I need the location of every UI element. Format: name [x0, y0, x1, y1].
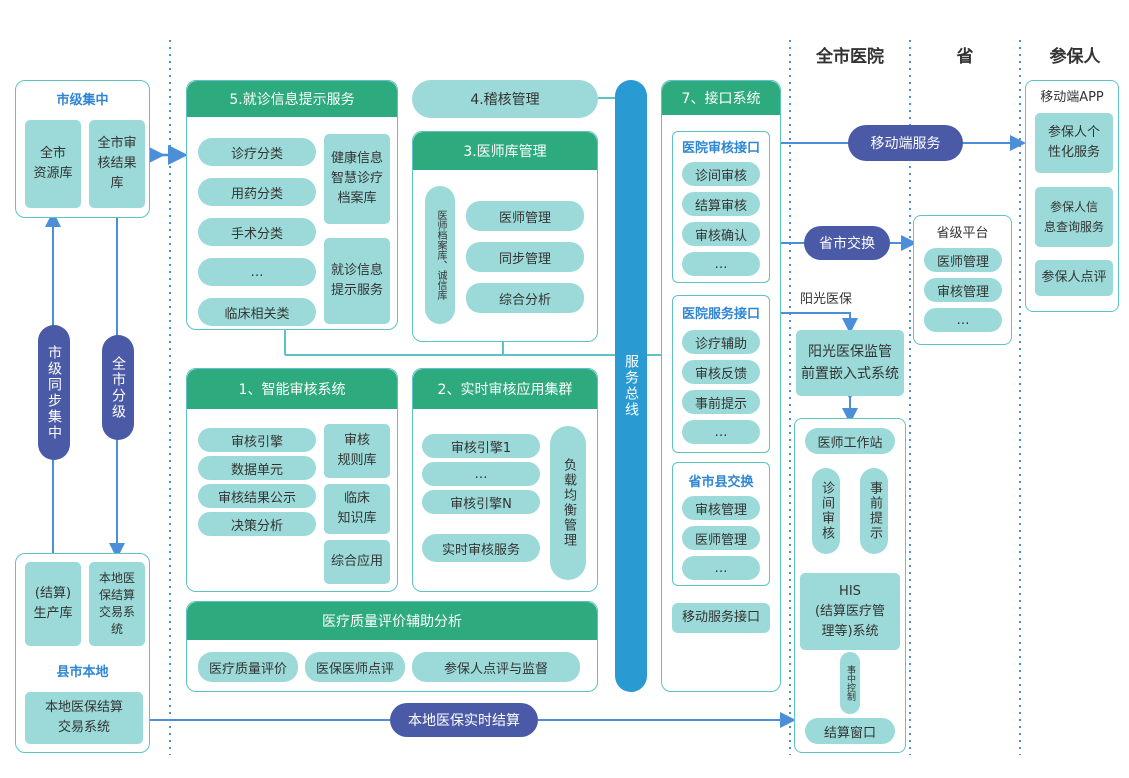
s2-item: 审核引擎N	[422, 490, 540, 514]
s5-item: …	[198, 258, 316, 286]
s5-item: 手术分类	[198, 218, 316, 246]
mobile-service-label: 移动端服务	[848, 125, 963, 161]
s7-service-item: 诊疗辅助	[682, 330, 760, 354]
s1-rules-db: 审核 规则库	[324, 424, 390, 478]
his-system: HIS (结算医疗管 理等)系统	[800, 573, 900, 650]
column-title-insured: 参保人	[1049, 46, 1101, 67]
city-sync-badge: 市级同步集中	[38, 325, 70, 460]
city-resource-db: 全市 资源库	[25, 120, 81, 208]
sunshine-monitor-system: 阳光医保监管 前置嵌入式系统	[796, 330, 904, 396]
s3-item: 综合分析	[466, 283, 584, 313]
province-item: …	[924, 308, 1002, 332]
mid-control: 事中控制	[840, 652, 860, 714]
city-grading-badge: 全市分级	[102, 335, 134, 440]
s7-exchange-item: 审核管理	[682, 496, 760, 520]
s5-item: 临床相关类	[198, 298, 316, 326]
s1-app: 综合应用	[324, 540, 390, 584]
s3-item: 同步管理	[466, 242, 584, 272]
s7-service-item: 事前提示	[682, 390, 760, 414]
county-bottom-system: 本地医保结算 交易系统	[25, 692, 143, 744]
s1-title: 1、智能审核系统	[187, 369, 397, 409]
s2-title: 2、实时审核应用集群	[413, 369, 597, 409]
s2-item: …	[422, 462, 540, 486]
province-item: 审核管理	[924, 278, 1002, 302]
city-title: 市级集中	[56, 92, 109, 108]
insured-app-title: 移动端APP	[1040, 90, 1104, 105]
s7-service-item: 审核反馈	[682, 360, 760, 384]
insured-item: 参保人信 息查询服务	[1035, 187, 1113, 247]
quality-item: 参保人点评与监督	[412, 652, 580, 682]
clinic-audit: 诊间审核	[812, 468, 840, 554]
pre-prompt: 事前提示	[860, 468, 888, 554]
city-results-db: 全市审 核结果 库	[89, 120, 145, 208]
s3-side-db: 医师档案库、诚信库	[425, 186, 455, 324]
s2-item: 审核引擎1	[422, 434, 540, 458]
s7-service-title: 医院服务接口	[681, 306, 760, 322]
quality-item: 医保医师点评	[305, 652, 405, 682]
quality-item: 医疗质量评价	[198, 652, 298, 682]
sunshine-label: 阳光医保	[800, 292, 853, 307]
s7-exchange-item: …	[682, 556, 760, 580]
column-title-province: 省	[956, 46, 974, 67]
s7-exchange-title: 省市县交换	[688, 474, 754, 490]
province-title: 省级平台	[936, 226, 989, 241]
insured-item: 参保人个 性化服务	[1035, 113, 1113, 173]
county-local-system: 本地医 保结算 交易系 统	[89, 562, 145, 646]
s5-archive-db: 健康信息 智慧诊疗 档案库	[324, 134, 390, 224]
s7-audit-item: 审核确认	[682, 222, 760, 246]
s1-item: 审核引擎	[198, 428, 316, 452]
column-title-hospital: 全市医院	[816, 46, 884, 67]
s5-item: 诊疗分类	[198, 138, 316, 166]
service-bus: 服务总线	[615, 80, 647, 692]
s7-audit-item: 诊间审核	[682, 162, 760, 186]
insured-item: 参保人点评	[1035, 260, 1113, 296]
s7-title: 7、接口系统	[662, 81, 780, 115]
s5-item: 用药分类	[198, 178, 316, 206]
s5-title: 5.就诊信息提示服务	[187, 81, 397, 117]
s5-prompt-service: 就诊信息 提示服务	[324, 238, 390, 324]
s7-mobile-interface: 移动服务接口	[672, 603, 770, 633]
s1-knowledge-db: 临床 知识库	[324, 484, 390, 534]
s4-title: 4.稽核管理	[412, 80, 598, 118]
s7-audit-item: …	[682, 252, 760, 276]
s1-item: 审核结果公示	[198, 484, 316, 508]
county-title: 县市本地	[56, 664, 109, 680]
s7-audit-item: 结算审核	[682, 192, 760, 216]
province-item: 医师管理	[924, 248, 1002, 272]
s1-item: 数据单元	[198, 456, 316, 480]
local-settle-label: 本地医保实时结算	[390, 703, 538, 737]
s1-item: 决策分析	[198, 512, 316, 536]
doctor-workstation: 医师工作站	[805, 428, 895, 454]
s3-title: 3.医师库管理	[413, 132, 597, 170]
settle-window: 结算窗口	[805, 718, 895, 744]
s3-item: 医师管理	[466, 201, 584, 231]
quality-title: 医疗质量评价辅助分析	[187, 602, 597, 640]
s2-balance: 负载均衡管理	[550, 426, 586, 580]
s7-audit-title: 医院审核接口	[681, 140, 760, 156]
s7-exchange-item: 医师管理	[682, 526, 760, 550]
prov-exchange-label: 省市交换	[804, 226, 890, 260]
county-production-db: (结算) 生产库	[25, 562, 81, 646]
s2-service: 实时审核服务	[422, 534, 540, 562]
s7-service-item: …	[682, 420, 760, 444]
